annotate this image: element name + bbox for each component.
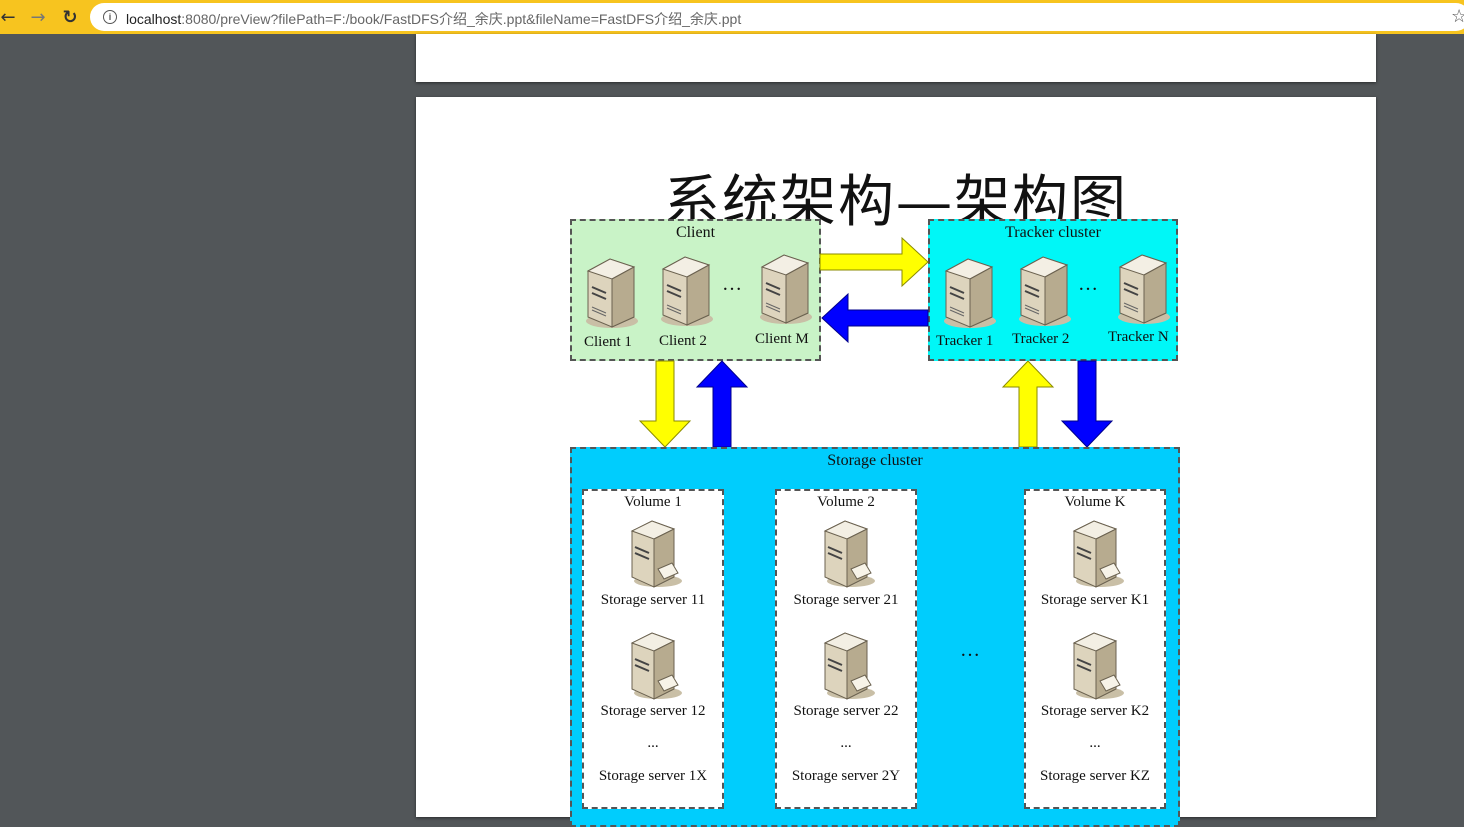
storage-ellipsis: ...	[1089, 735, 1101, 751]
tracker-label: Tracker 1	[936, 333, 994, 349]
arrow-tracker-to-client	[821, 292, 929, 344]
url-host: localhost	[126, 11, 182, 27]
arrow-client-to-tracker	[819, 236, 929, 288]
tracker-cluster-title: Tracker cluster	[1005, 224, 1101, 241]
volume-box: Volume K Storage server K1 Storage serve…	[1024, 489, 1166, 809]
address-bar[interactable]: i localhost:8080/preView?filePath=F:/boo…	[90, 3, 1464, 31]
tracker-label: Tracker N	[1108, 329, 1169, 345]
client-group: Client … Client 1 Client 2 Client M	[570, 219, 821, 361]
bookmark-star-icon[interactable]: ☆	[1451, 6, 1464, 27]
storage-cluster-group: Storage cluster Volume 1 Storage server …	[570, 447, 1180, 827]
storage-server-icon	[631, 632, 683, 700]
storage-server-icon	[631, 520, 683, 588]
previous-slide-page	[416, 34, 1376, 82]
volume-ellipsis: …	[960, 639, 980, 661]
arrow-client-to-storage	[638, 360, 692, 448]
client-label: Client M	[755, 331, 809, 347]
volume-title: Volume 1	[624, 494, 682, 510]
client-label: Client 2	[659, 333, 707, 349]
storage-server-label: Storage server 21	[793, 592, 899, 608]
storage-server-label: Storage server 12	[600, 703, 706, 719]
client-group-title: Client	[675, 224, 716, 241]
tracker-ellipsis: …	[1078, 273, 1098, 295]
storage-server-label: Storage server 2Y	[791, 768, 901, 784]
storage-server-label: Storage server K1	[1040, 592, 1150, 608]
reload-icon[interactable]: ↻	[62, 6, 78, 28]
storage-server-icon	[1073, 632, 1125, 700]
storage-server-label: Storage server KZ	[1040, 768, 1150, 784]
volume-box: Volume 1 Storage server 11 Storage serve…	[582, 489, 724, 809]
volume-box: Volume 2 Storage server 21 Storage serve…	[775, 489, 917, 809]
url-text[interactable]: localhost:8080/preView?filePath=F:/book/…	[126, 9, 741, 29]
forward-arrow-icon[interactable]: →	[30, 6, 46, 28]
slide-page: 系统架构—架构图 Client … Client 1 Client 2 Clie…	[416, 97, 1376, 827]
volume-title: Volume K	[1064, 494, 1126, 510]
browser-toolbar: ← → ↻ i localhost:8080/preView?filePath=…	[0, 0, 1464, 34]
arrow-storage-to-client	[695, 360, 749, 448]
storage-ellipsis: ...	[647, 735, 659, 751]
arrow-tracker-to-storage	[1060, 360, 1114, 448]
back-arrow-icon[interactable]: ←	[0, 6, 16, 28]
storage-server-label: Storage server 22	[793, 703, 899, 719]
volume-title: Volume 2	[817, 494, 875, 510]
url-path: :8080/preView?filePath=F:/book/FastDFS介绍…	[181, 11, 742, 27]
tracker-label: Tracker 2	[1012, 331, 1070, 347]
arrow-storage-to-tracker	[1001, 360, 1055, 448]
storage-ellipsis: ...	[840, 735, 852, 751]
storage-server-label: Storage server K2	[1040, 703, 1150, 719]
storage-server-label: Storage server 11	[600, 592, 706, 608]
storage-server-icon	[1073, 520, 1125, 588]
tracker-cluster-group: Tracker cluster … Tracker 1 Tracker 2 Tr…	[928, 219, 1178, 361]
info-icon[interactable]: i	[103, 10, 117, 24]
client-label: Client 1	[584, 334, 632, 350]
storage-cluster-title: Storage cluster	[827, 452, 923, 469]
arrows-layer	[638, 236, 1114, 448]
storage-server-icon	[824, 520, 876, 588]
client-ellipsis: …	[722, 273, 742, 295]
storage-server-label: Storage server 1X	[598, 768, 708, 784]
storage-server-icon	[824, 632, 876, 700]
